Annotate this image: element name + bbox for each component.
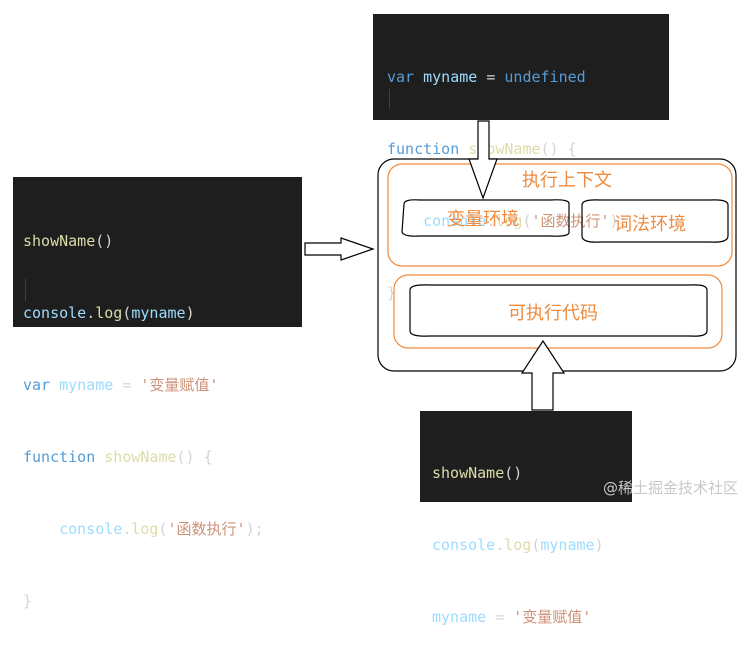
- indent: [23, 520, 59, 538]
- keyword: var: [387, 68, 415, 86]
- code-line: showName(): [23, 229, 302, 253]
- diagram-canvas: [304, 120, 737, 411]
- punctuation: (: [122, 304, 132, 322]
- punctuation: .: [495, 536, 505, 554]
- variable-environment-box: [401, 199, 570, 237]
- operator: =: [486, 608, 514, 626]
- punctuation: (: [158, 520, 168, 538]
- indent-guide: [25, 279, 26, 301]
- operator: =: [477, 68, 505, 86]
- punctuation: .: [122, 520, 132, 538]
- identifier: console: [59, 520, 123, 538]
- code-line: var myname = undefined: [387, 65, 669, 89]
- indent-guide: [389, 89, 390, 109]
- punctuation: }: [387, 284, 397, 302]
- executable-code-label: 可执行代码: [508, 303, 598, 324]
- code-line: console.log('函数执行');: [23, 517, 302, 541]
- execution-context-label: 执行上下文: [522, 170, 612, 191]
- punctuation: (): [504, 464, 523, 482]
- code-block-left: showName() console.log(myname) var mynam…: [13, 177, 302, 610]
- keyword: function: [387, 140, 460, 158]
- operator: =: [113, 376, 141, 394]
- lexical-environment-box: [581, 199, 729, 243]
- execution-context-box: [387, 163, 733, 267]
- function-name: log: [504, 536, 532, 554]
- code-line: var myname = '变量赋值': [23, 373, 302, 397]
- keyword: function: [23, 448, 96, 466]
- executable-code-outer-box: [393, 274, 723, 349]
- punctuation: .: [486, 212, 496, 230]
- punctuation: );: [609, 212, 628, 230]
- keyword: undefined: [504, 68, 586, 86]
- code-line: console.log(myname): [23, 301, 302, 325]
- executable-code-box: [409, 284, 708, 337]
- punctuation: () {: [540, 140, 577, 158]
- punctuation: (: [522, 212, 532, 230]
- punctuation: (): [95, 232, 114, 250]
- code-line: myname = '变量赋值': [432, 605, 632, 629]
- identifier: myname: [59, 376, 114, 394]
- string-literal: '变量赋值': [140, 376, 219, 394]
- string-literal: '函数执行': [531, 212, 610, 230]
- punctuation: }: [23, 592, 33, 610]
- function-name: log: [495, 212, 523, 230]
- punctuation: );: [245, 520, 264, 538]
- function-name: log: [95, 304, 123, 322]
- identifier: myname: [540, 536, 595, 554]
- code-line: console.log('函数执行');: [387, 209, 669, 233]
- identifier: console: [423, 212, 487, 230]
- identifier: console: [23, 304, 87, 322]
- string-literal: '变量赋值': [513, 608, 592, 626]
- code-line: console.log(myname): [432, 533, 632, 557]
- variable-environment-label: 变量环境: [447, 209, 519, 230]
- identifier: myname: [423, 68, 478, 86]
- arrow-down-icon: [468, 120, 498, 200]
- identifier: myname: [432, 608, 487, 626]
- punctuation: ): [594, 536, 604, 554]
- code-line: showName(): [432, 461, 632, 485]
- string-literal: '函数执行': [167, 520, 246, 538]
- identifier: myname: [131, 304, 186, 322]
- punctuation: () {: [176, 448, 213, 466]
- arrow-right-icon: [304, 237, 375, 261]
- punctuation: .: [86, 304, 96, 322]
- function-name: showName: [432, 464, 505, 482]
- function-name: showName: [104, 448, 177, 466]
- function-name: showName: [23, 232, 96, 250]
- punctuation: (: [531, 536, 541, 554]
- lexical-environment-label: 词法环境: [614, 214, 686, 235]
- keyword: var: [23, 376, 51, 394]
- code-line: }: [387, 281, 669, 305]
- code-line: function showName() {: [23, 445, 302, 469]
- code-line: }: [23, 589, 302, 613]
- punctuation: ): [185, 304, 195, 322]
- identifier: console: [432, 536, 496, 554]
- arrow-up-icon: [520, 339, 566, 411]
- watermark: @稀土掘金技术社区: [602, 479, 738, 497]
- function-name: log: [131, 520, 159, 538]
